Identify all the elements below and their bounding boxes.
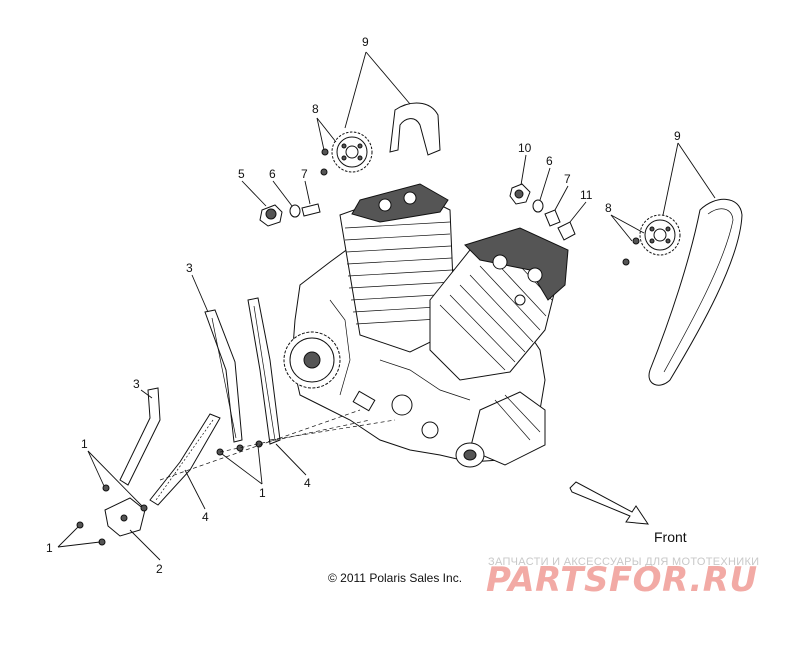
right-cam-sprocket bbox=[639, 214, 681, 256]
callout-7-left: 7 bbox=[301, 167, 308, 181]
callout-1-mid: 1 bbox=[259, 486, 266, 500]
callout-11: 11 bbox=[580, 188, 593, 202]
leader-lines bbox=[57, 51, 716, 561]
callout-3-left: 3 bbox=[133, 377, 140, 391]
watermark-tagline: ЗАПЧАСТИ И АКСЕССУАРЫ ДЛЯ МОТОТЕХНИКИ bbox=[488, 556, 760, 568]
callout-9-top: 9 bbox=[362, 35, 369, 49]
callout-2: 2 bbox=[156, 562, 163, 576]
guide-lower-right bbox=[149, 413, 221, 506]
callout-1-upper: 1 bbox=[81, 437, 88, 451]
crank-gear bbox=[283, 331, 341, 389]
callout-5: 5 bbox=[238, 167, 245, 181]
callout-10: 10 bbox=[518, 141, 532, 155]
callout-3-mid: 3 bbox=[186, 261, 193, 275]
guide-upper-right bbox=[247, 297, 281, 445]
top-bolts bbox=[320, 148, 329, 176]
callout-6-right: 6 bbox=[546, 154, 553, 168]
callout-6-left: 6 bbox=[269, 167, 276, 181]
right-bolts bbox=[622, 237, 640, 266]
callout-8-right: 8 bbox=[605, 201, 612, 215]
engine-assembly bbox=[283, 183, 569, 468]
top-cam-chain bbox=[389, 102, 441, 156]
callout-1-lower: 1 bbox=[46, 541, 53, 555]
top-cam-sprocket bbox=[331, 131, 373, 173]
front-direction-label: Front bbox=[654, 529, 687, 545]
callout-8-top: 8 bbox=[312, 102, 319, 116]
callout-7-right: 7 bbox=[564, 172, 571, 186]
front-cylinder bbox=[339, 183, 456, 353]
guide-upper-left bbox=[204, 309, 243, 443]
callout-4-lower: 4 bbox=[202, 510, 209, 524]
watermark-logo: PARTSFOR.RU bbox=[486, 560, 758, 600]
rear-cylinder bbox=[429, 227, 569, 381]
bracket-2 bbox=[104, 497, 146, 537]
starter-motor bbox=[455, 391, 546, 468]
callout-9-right: 9 bbox=[674, 129, 681, 143]
copyright-text: © 2011 Polaris Sales Inc. bbox=[328, 571, 463, 585]
callout-4-mid: 4 bbox=[304, 476, 311, 490]
right-tensioner-parts bbox=[509, 183, 576, 241]
left-tensioner-parts bbox=[259, 203, 321, 227]
callout-labels: 9 8 5 6 7 10 6 7 11 9 8 3 3 1 1 1 4 4 2 bbox=[46, 35, 681, 576]
right-cam-chain bbox=[648, 198, 743, 386]
front-arrow bbox=[569, 481, 649, 525]
guide-lower-left bbox=[119, 387, 161, 486]
alignment-lines bbox=[159, 409, 396, 481]
